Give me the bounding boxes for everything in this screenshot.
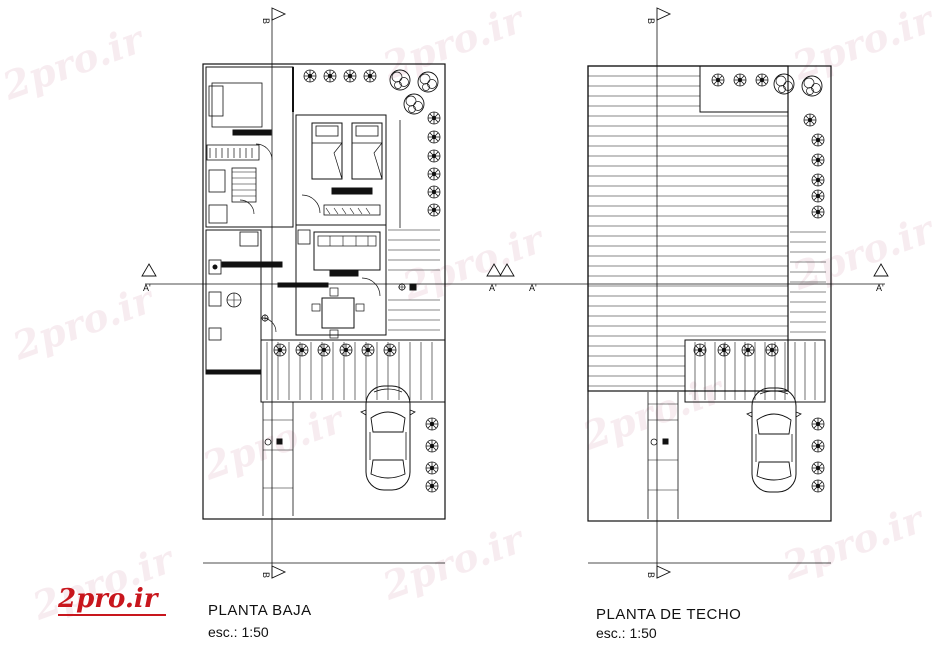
section-mark-a-right: A' (876, 283, 884, 293)
section-mark-a-right: A' (489, 283, 497, 293)
lot-boundary (587, 65, 832, 522)
section-mark-a-left: A' (143, 283, 151, 293)
plan-title-ground-floor: PLANTA BAJA (208, 602, 312, 619)
plan-title-roof: PLANTA DE TECHO (596, 606, 742, 623)
plan-scale-roof: esc.: 1:50 (596, 625, 657, 641)
section-mark-b-bottom: B (646, 572, 656, 578)
site-logo[interactable]: 2pro.ir (58, 584, 158, 614)
section-mark-b-bottom: B (261, 572, 271, 578)
section-mark-b-top: B (646, 18, 656, 24)
section-mark-a-left: A' (529, 283, 537, 293)
plan-scale-ground-floor: esc.: 1:50 (208, 624, 269, 640)
section-mark-b-top: B (261, 18, 271, 24)
lot-boundary (202, 63, 446, 520)
ground-floor-plan (141, 7, 502, 579)
roof-plan (499, 7, 889, 579)
logo-underline (58, 614, 166, 616)
